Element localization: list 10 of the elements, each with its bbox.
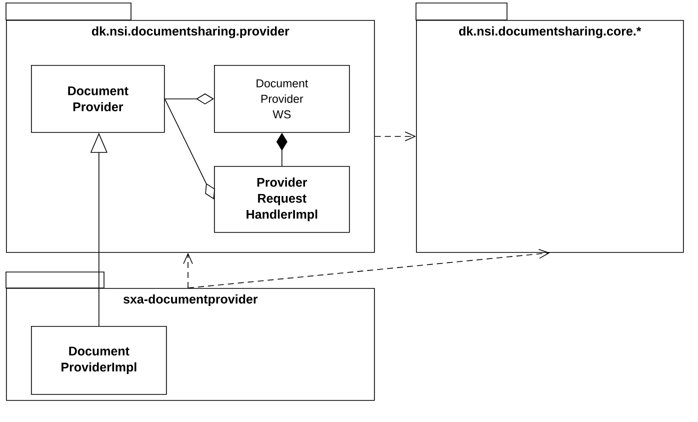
dependency-arrow [188,248,550,288]
class-box: Provider Request HandlerImpl [214,166,350,233]
association-line [164,98,215,200]
dependency-arrow [374,132,416,142]
association-line [164,93,214,104]
class-box: Document Provider WS [214,65,350,133]
class-box: Document ProviderImpl [31,326,167,395]
dependency-arrow [183,252,193,288]
class-box: Document Provider [31,65,165,133]
package-box: dk.nsi.documentsharing.core.* [416,2,684,253]
